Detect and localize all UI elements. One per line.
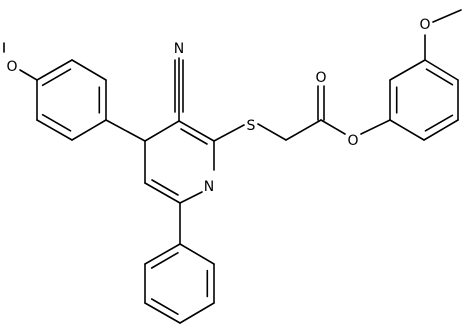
methoxy-group-right bbox=[424, 9, 462, 61]
phenyl-ring bbox=[144, 243, 215, 324]
carbonyl-oxygen-label: O bbox=[315, 70, 326, 86]
cyano-group bbox=[174, 57, 184, 122]
methoxy-oxygen-left-label: O bbox=[6, 59, 17, 75]
methoxy-group-left bbox=[3, 42, 38, 81]
ester-carbonyl bbox=[317, 85, 391, 135]
pyridine-ring bbox=[144, 120, 215, 204]
sulfur-label: S bbox=[247, 118, 256, 134]
methoxy-oxygen-right-label: O bbox=[419, 17, 430, 33]
methoxyphenyl-ring bbox=[36, 59, 107, 141]
aryl-pyridine-bond bbox=[105, 119, 146, 142]
pyridine-nitrogen-label: N bbox=[204, 179, 214, 195]
cyano-nitrogen-label: N bbox=[174, 41, 184, 57]
thioether-linker bbox=[213, 119, 322, 142]
ester-oxygen-label: O bbox=[347, 133, 358, 149]
methoxyphenyl-ring-right bbox=[389, 59, 459, 141]
